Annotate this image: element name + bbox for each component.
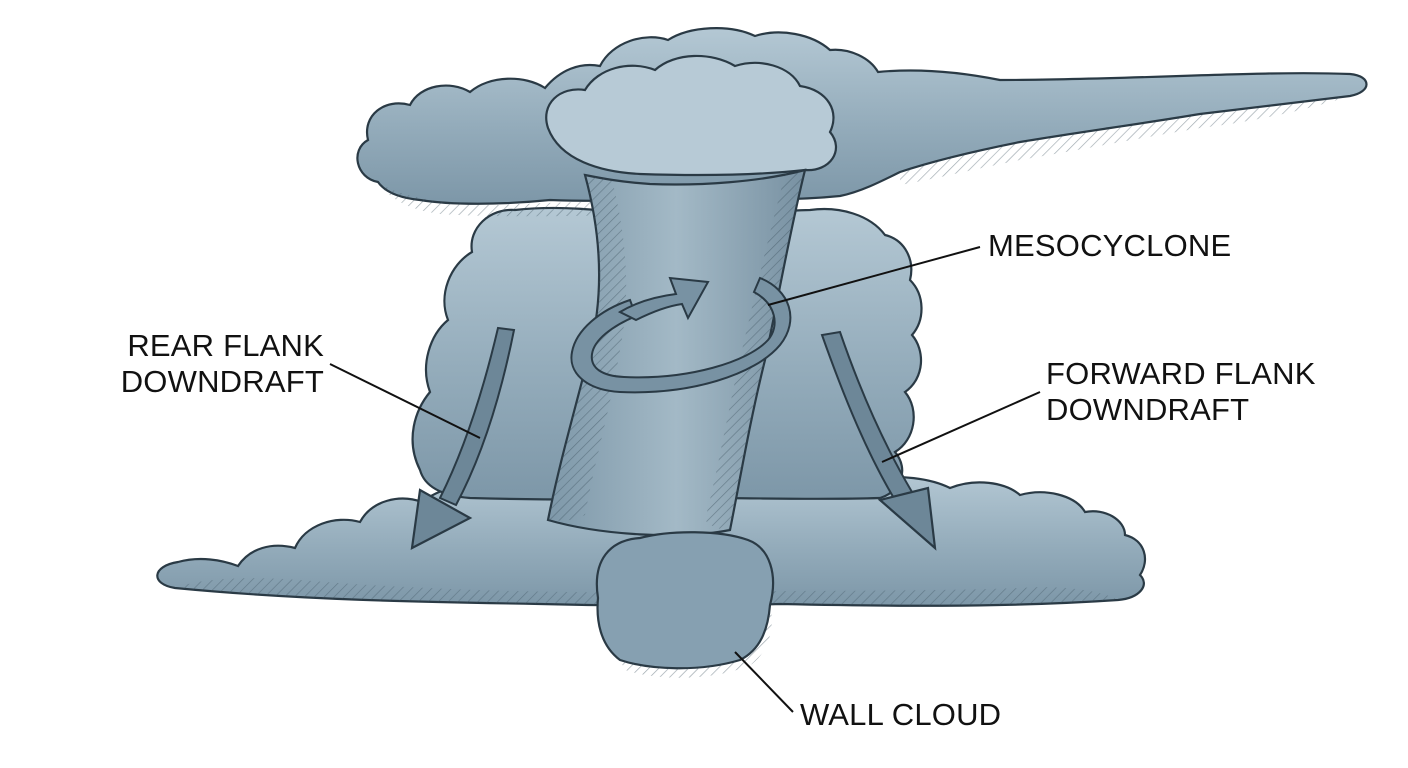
leader-line-forward-flank [881, 391, 1041, 463]
leader-line-wall-cloud [734, 651, 794, 713]
label-forward-flank-line1: FORWARD FLANK [1046, 356, 1316, 391]
overshooting-top [545, 54, 837, 177]
label-forward-flank-line2: DOWNDRAFT [1046, 392, 1250, 427]
label-mesocyclone: MESOCYCLONE [988, 228, 1231, 264]
wall-cloud-shape [595, 531, 775, 670]
label-rear-flank-downdraft: REAR FLANK DOWNDRAFT [102, 328, 324, 400]
leader-line-rear-flank [329, 363, 481, 439]
label-mesocyclone-text: MESOCYCLONE [988, 228, 1232, 263]
label-wall-cloud: WALL CLOUD [800, 697, 1001, 733]
label-rear-flank-line2: DOWNDRAFT [120, 364, 324, 399]
label-rear-flank-line1: REAR FLANK [127, 328, 324, 363]
label-wall-cloud-text: WALL CLOUD [800, 697, 1002, 732]
rotation-arrow-icon [570, 276, 792, 394]
downdraft-arrow-icon [410, 326, 516, 550]
label-forward-flank-downdraft: FORWARD FLANK DOWNDRAFT [1046, 356, 1316, 428]
leader-line-mesocyclone [767, 246, 981, 306]
